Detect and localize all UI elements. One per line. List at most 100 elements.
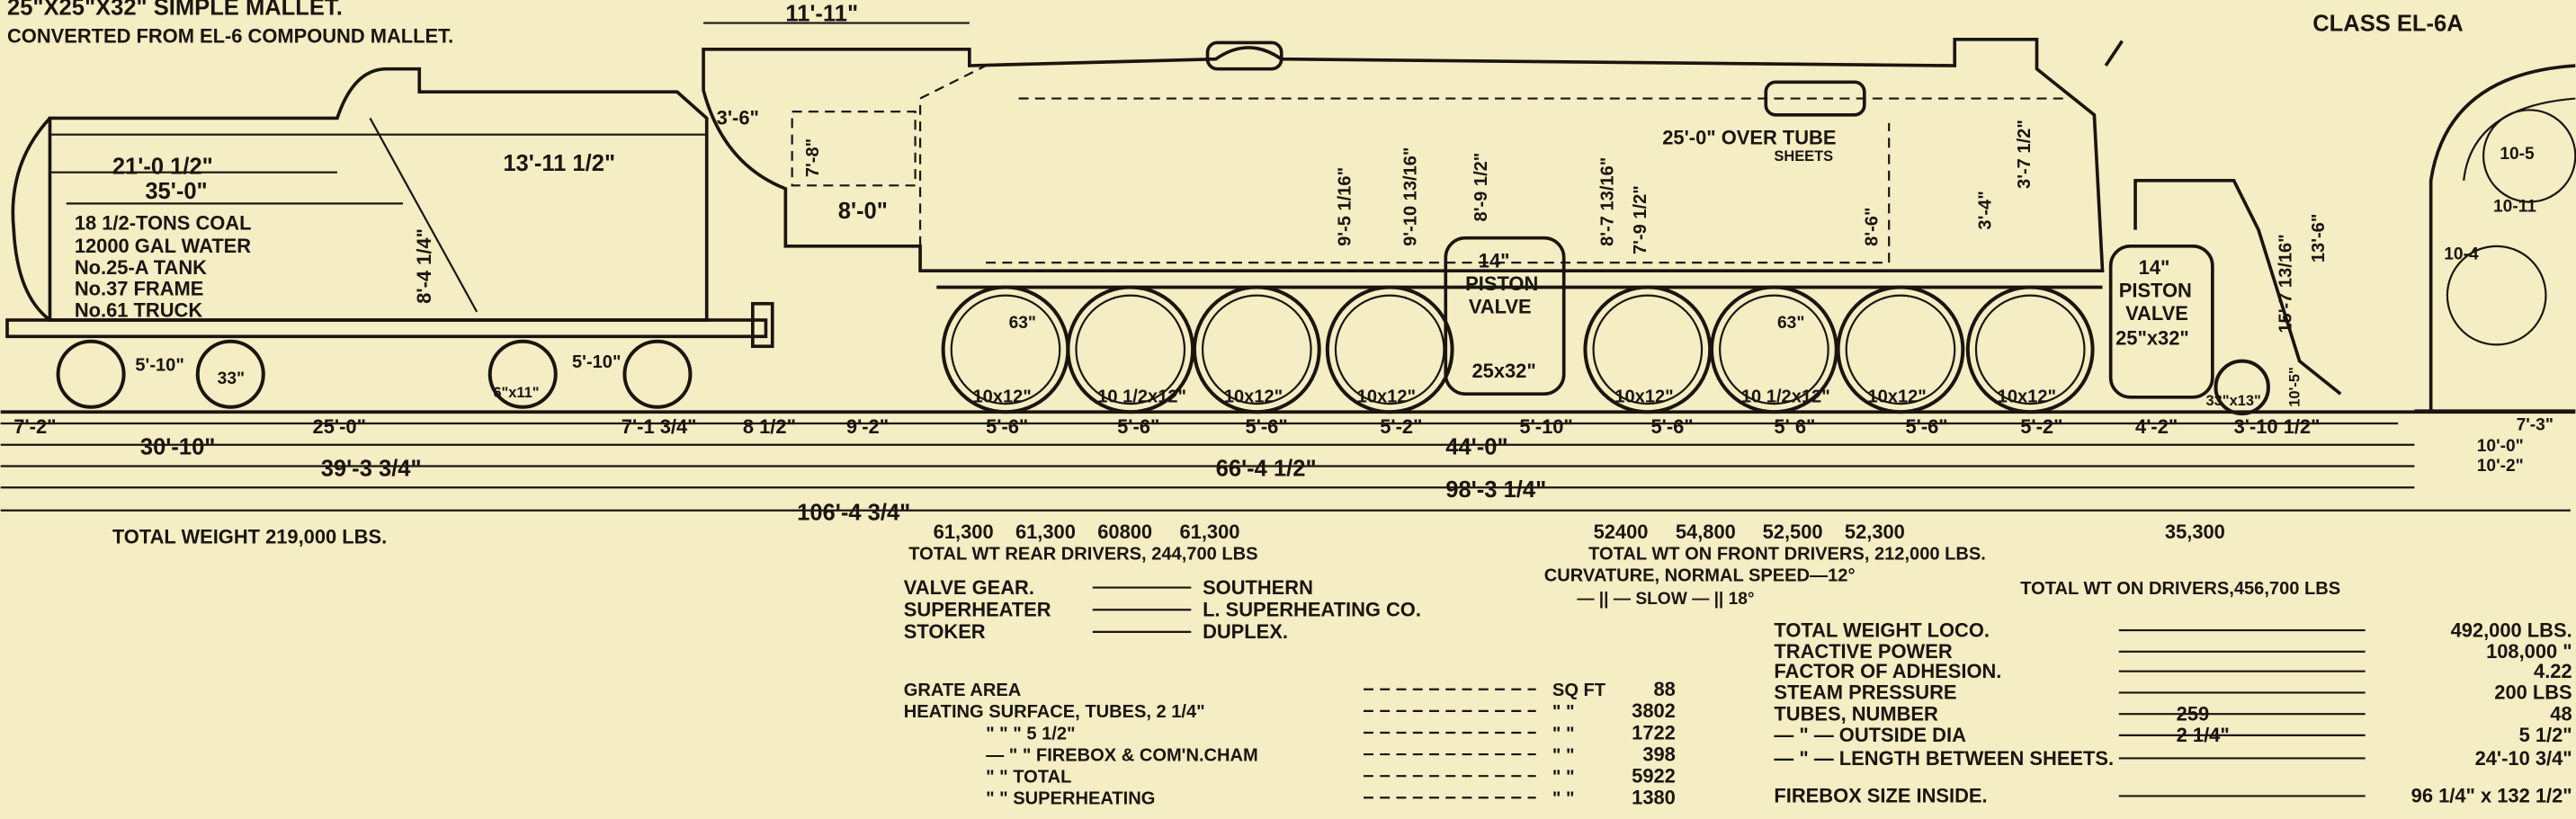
specifications-table: TOTAL WEIGHT LOCO. 492,000 LBS. TRACTIVE P… (1774, 619, 2572, 806)
tender-wheel-dim: 6"x11" (493, 385, 539, 401)
dimension-label: 106'-4 3/4" (797, 501, 910, 526)
driver-label: 10x12" (1357, 387, 1416, 406)
heating-label: — " " FIREBOX & COM'N.CHAM (986, 745, 1258, 765)
tender-total-weight: TOTAL WEIGHT 219,000 LBS. (112, 525, 387, 547)
heating-label: GRATE AREA (904, 681, 1022, 700)
tender-spec: No.25-A TANK (75, 256, 207, 279)
title-line1: 25"X25"X32" SIMPLE MALLET. (7, 0, 343, 20)
heating-unit: " " (1552, 702, 1575, 722)
heating-unit: SQ FT (1552, 681, 1606, 700)
tender-wheel-dim: 5'-10" (135, 356, 183, 376)
spec-value: 492,000 LBS. (2451, 619, 2572, 641)
driver-wheel-rim (950, 294, 1061, 405)
dimension-label: 25'-0" (313, 415, 366, 438)
tender-dim: 35'-0" (145, 179, 207, 204)
vertical-dim: 8'-6" (1862, 208, 1882, 246)
front-axle-weight: 52400 (1594, 521, 1649, 543)
equipment-value: L. SUPERHEATING CO. (1203, 599, 1421, 621)
dimension-label: 5' 6" (1774, 415, 1815, 438)
vertical-dim: 13'-6" (2309, 214, 2329, 263)
driver-wheel-rim (1719, 294, 1829, 405)
dimension-label: 98'-3 1/4" (1445, 477, 1546, 503)
engine-dim: 7'-8" (803, 138, 823, 177)
dimension-label: 44'-0" (1445, 435, 1507, 460)
front-view-dim: 7'-3" (2517, 415, 2554, 434)
tender-dim: 8'-4 1/4" (413, 228, 435, 304)
dimension-label: 7'-1 3/4" (622, 415, 697, 438)
vertical-dim: 9'-10 13/16" (1400, 147, 1420, 246)
dimension-label: 3'-10 1/2" (2234, 415, 2321, 438)
vertical-dim: 8'-7 13/16" (1597, 157, 1617, 246)
front-axle-weight: 54,800 (1676, 521, 1736, 543)
rear-axle-weight: 60800 (1097, 521, 1152, 543)
spec-label: TRACTIVE POWER (1774, 640, 1952, 663)
tender-spec: 12000 GAL WATER (75, 235, 251, 257)
dimension-label: 30'-10" (140, 435, 216, 460)
driving-wheels: 10x12" 63" 10 1/2x12" 10x12" 10x12" 10x12" 10 … (941, 285, 2095, 414)
dimension-label: 5'-2" (2020, 415, 2062, 438)
dimension-label: 4'-2" (2135, 415, 2178, 438)
driver-wheel (1325, 285, 1454, 414)
driver-wheel-rim (1845, 294, 1956, 405)
spec-value: 48 (2550, 702, 2572, 725)
front-end-view (2414, 64, 2576, 412)
spec-label: FACTOR OF ADHESION. (1774, 660, 2001, 682)
dimension-label: 5'-6" (1905, 415, 1947, 438)
driver-wheel-rim (1334, 294, 1445, 405)
driver-wheel-rim (1075, 294, 1186, 405)
spec-label: — " — LENGTH BETWEEN SHEETS. (1774, 747, 2114, 770)
heating-unit: " " (1552, 767, 1575, 787)
heating-label: " " " 5 1/2" (986, 724, 1075, 743)
front-cylinder-label: 25"x32" (2115, 326, 2189, 349)
tender-spec: 18 1/2-TONS COAL (75, 212, 252, 235)
title-line2: CONVERTED FROM EL-6 COMPOUND MALLET. (7, 24, 453, 47)
driver-diameter: 63" (1009, 314, 1036, 333)
heating-unit: " " (1552, 724, 1575, 743)
tender-dim: 13'-11 1/2" (503, 151, 615, 176)
front-cylinder-label: PISTON (2119, 279, 2192, 301)
front-total-weight: TOTAL WT ON FRONT DRIVERS, 212,000 LBS. (1588, 545, 1986, 565)
engine-dim: 25'-0" OVER TUBE (1662, 127, 1836, 149)
driver-label: 10x12" (972, 387, 1031, 406)
truck-weight: 35,300 (2165, 521, 2225, 543)
driver-label: 10x12" (1867, 387, 1926, 406)
dimension-label: 5'-2" (1380, 415, 1422, 438)
spec-mid-value: 259 (2177, 702, 2210, 725)
rear-axle-weight: 61,300 (934, 521, 994, 543)
tender-spec: No.37 FRAME (75, 278, 204, 300)
rear-total-weight: TOTAL WT REAR DRIVERS, 244,700 LBS (908, 545, 1257, 565)
spec-label: TOTAL WEIGHT LOCO. (1774, 619, 1990, 641)
heating-unit: " " (1552, 789, 1575, 809)
driver-label: 10 1/2x12" (1741, 387, 1830, 406)
engine-dim: 8'-0" (838, 199, 888, 224)
class-label: CLASS EL-6A (2312, 12, 2464, 37)
spec-value: 4.22 (2534, 660, 2572, 682)
dimension-label: 5'-6" (1246, 415, 1288, 438)
dimension-label: 5'-6" (1117, 415, 1159, 438)
spec-value: 108,000 " (2486, 640, 2572, 663)
heating-value: 1722 (1632, 721, 1676, 743)
heating-label: " " SUPERHEATING (986, 789, 1155, 809)
tender-wheel-dim: 33" (218, 369, 245, 388)
spec-value: 200 LBS (2494, 681, 2572, 704)
dimension-label: 7'-2" (13, 415, 56, 438)
heating-label: " " TOTAL (986, 767, 1071, 787)
spec-label: FIREBOX SIZE INSIDE. (1774, 785, 1987, 807)
dimension-label: 5'-6" (986, 415, 1028, 438)
rear-cylinder-label: 25x32" (1471, 360, 1535, 382)
vertical-dim: 10'-5" (2287, 367, 2303, 407)
dimension-label: 9'-2" (846, 415, 889, 438)
driver-label: 10x12" (1998, 387, 2056, 406)
driver-wheel-rim (1592, 294, 1704, 405)
driver-label: 10x12" (1224, 387, 1283, 406)
driver-label: 10 1/2x12" (1097, 387, 1186, 406)
vertical-dim: 9'-5 1/16" (1335, 167, 1355, 246)
heating-value: 1380 (1632, 787, 1676, 809)
front-view-dim: 10'-0" (2477, 437, 2524, 456)
vertical-dim: 8'-9 1/2" (1471, 153, 1491, 222)
engine-dim: SHEETS (1774, 148, 1833, 165)
dimension-label: 5'-10" (1519, 415, 1572, 438)
